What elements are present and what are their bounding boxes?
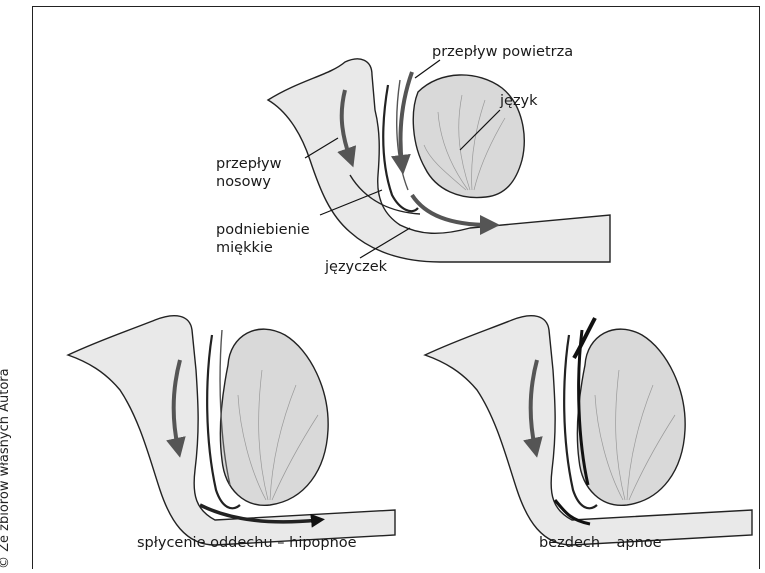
- tongue-apnea: [577, 329, 685, 505]
- caption-apnea: bezdech – apnoe: [539, 535, 662, 551]
- label-soft-palate: podniebienie miękkie: [216, 221, 310, 257]
- label-soft-palate-line1: podniebienie: [216, 221, 310, 239]
- apnea-airway-illustration: [425, 316, 752, 545]
- tongue-hypopnea: [220, 329, 328, 505]
- airflow-arrow-trachea: [412, 195, 490, 225]
- airflow-arrow-mouth: [400, 72, 412, 165]
- normal-airway-illustration: [268, 59, 610, 262]
- caption-hypopnea: spłycenie oddechu – hipopnoe: [137, 535, 357, 551]
- hypopnea-airway-illustration: [68, 316, 395, 545]
- label-nasal-flow-line1: przepływ: [216, 155, 281, 173]
- label-uvula: języczek: [325, 258, 387, 276]
- label-tongue: język: [500, 92, 538, 110]
- label-nasal-flow-line2: nosowy: [216, 173, 281, 191]
- label-airflow: przepływ powietrza: [432, 43, 573, 61]
- label-nasal-flow: przepływ nosowy: [216, 155, 281, 191]
- label-soft-palate-line2: miękkie: [216, 239, 310, 257]
